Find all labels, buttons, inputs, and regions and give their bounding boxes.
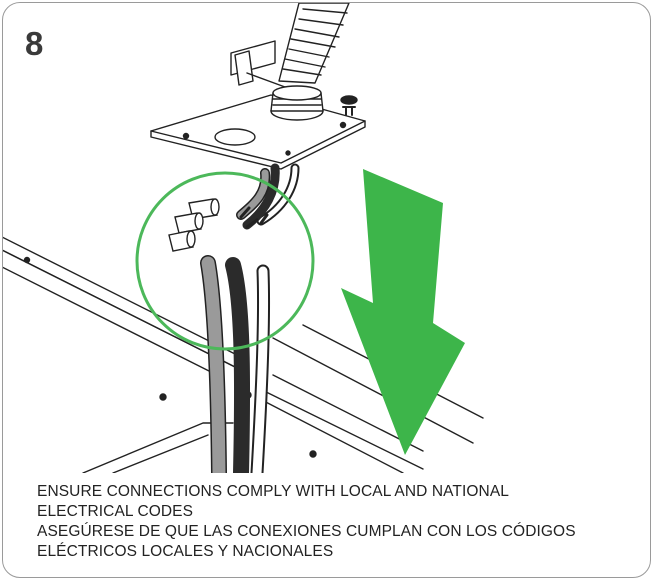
down-arrow-icon <box>341 169 465 455</box>
caption: ENSURE CONNECTIONS COMPLY WITH LOCAL AND… <box>37 482 650 562</box>
caption-en-line2: ELECTRICAL CODES <box>37 503 194 520</box>
step-number: 8 <box>25 25 44 62</box>
caption-es-line1: ASEGÚRESE DE QUE LAS CONEXIONES CUMPLAN … <box>37 523 576 540</box>
wire-nut-icon <box>168 198 220 252</box>
highlight-circle <box>135 171 315 351</box>
caption-es-line2: ELÉCTRICOS LOCALES Y NACIONALES <box>37 543 334 560</box>
flexible-conduit <box>270 3 350 121</box>
ground-screw <box>340 95 358 116</box>
fixture-wires <box>200 255 271 473</box>
mounting-bracket <box>230 40 286 88</box>
junction-plate <box>150 94 366 170</box>
caption-en-line1: ENSURE CONNECTIONS COMPLY WITH LOCAL AND… <box>37 483 509 500</box>
installation-illustration <box>3 3 484 473</box>
